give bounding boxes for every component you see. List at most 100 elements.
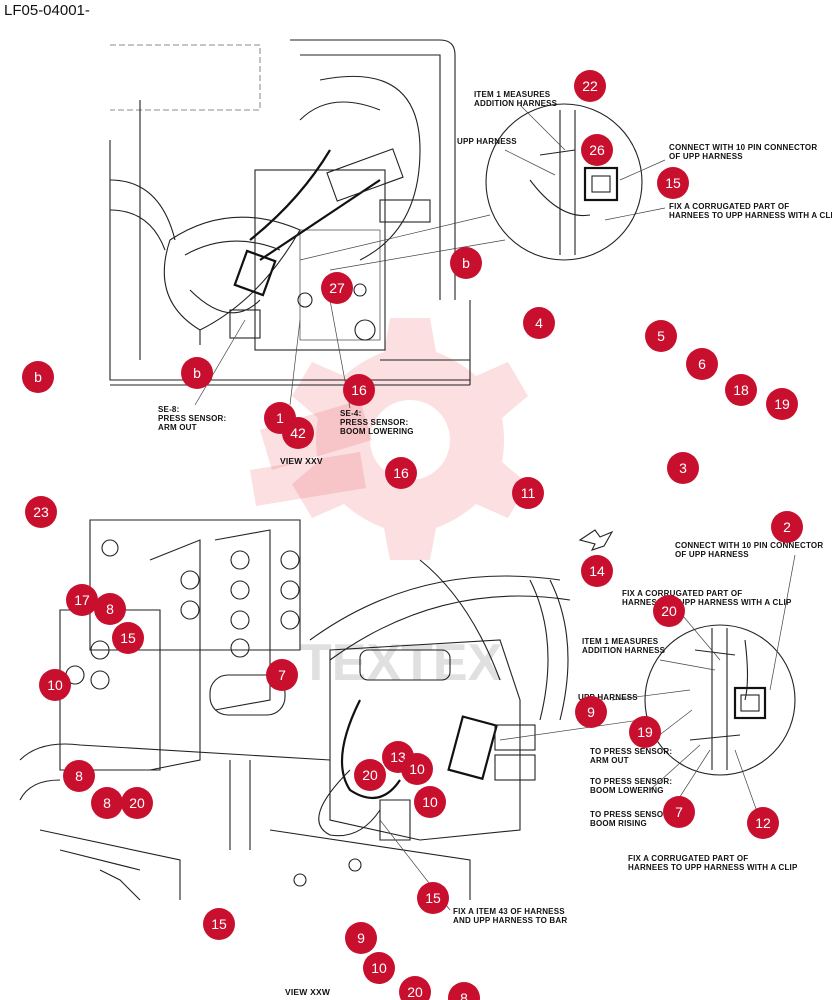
- callout-10: 10: [39, 669, 71, 701]
- callout-circle: [385, 457, 417, 489]
- label-fix-bar: AND UPP HARNESS TO BAR: [453, 916, 567, 925]
- label-fix-corrugated: FIX A CORRUGATED PART OF: [669, 202, 789, 211]
- callout-circle: [574, 70, 606, 102]
- callout-circle: [766, 388, 798, 420]
- callout-4: 4: [523, 307, 555, 339]
- label-boom-rising-1: TO PRESS SENSOR:: [590, 810, 672, 819]
- callout-22: 22: [574, 70, 606, 102]
- callout-10: 10: [414, 786, 446, 818]
- callout-number: 7: [278, 667, 286, 683]
- callout-10: 10: [401, 753, 433, 785]
- label-fix-item43: FIX A ITEM 43 OF HARNESS: [453, 907, 565, 916]
- callout-12: 12: [747, 807, 779, 839]
- callout-20: 20: [354, 759, 386, 791]
- callout-circle: [645, 320, 677, 352]
- callout-number: 1: [276, 410, 284, 426]
- view-title-bottom: VIEW XXW: [285, 987, 331, 997]
- callout-3: 3: [667, 452, 699, 484]
- callout-number: 26: [589, 142, 605, 158]
- callout-circle: [39, 669, 71, 701]
- callout-9: 9: [345, 922, 377, 954]
- callout-19: 19: [629, 716, 661, 748]
- callout-number: b: [34, 369, 42, 385]
- label-addition-harness: ADDITION HARNESS: [474, 99, 558, 108]
- callout-19: 19: [766, 388, 798, 420]
- callout-b: b: [22, 361, 54, 393]
- callout-circle: [725, 374, 757, 406]
- callout-circle: [448, 982, 480, 1000]
- callout-9: 9: [575, 696, 607, 728]
- callout-number: 5: [657, 328, 665, 344]
- callout-circle: [63, 760, 95, 792]
- callout-number: 11: [521, 485, 536, 501]
- callout-11: 11: [512, 477, 544, 509]
- label-connect-10pin: CONNECT WITH 10 PIN CONNECTOR: [669, 143, 817, 152]
- callout-number: 20: [129, 795, 145, 811]
- label-fix-clip: HARNEES TO UPP HARNESS WITH A CLIP: [669, 211, 832, 220]
- callout-number: 10: [422, 794, 438, 810]
- callout-16: 16: [343, 374, 375, 406]
- callout-number: 15: [665, 175, 681, 191]
- callout-circle: [747, 807, 779, 839]
- callout-number: 7: [675, 804, 683, 820]
- callout-20: 20: [653, 595, 685, 627]
- callout-7: 7: [663, 796, 695, 828]
- callout-18: 18: [725, 374, 757, 406]
- callout-number: 42: [290, 425, 306, 441]
- callout-number: 8: [106, 601, 114, 617]
- label-boom-lowering-2: BOOM LOWERING: [590, 786, 664, 795]
- callout-number: 20: [661, 603, 677, 619]
- callout-number: 23: [33, 504, 49, 520]
- callout-10: 10: [363, 952, 395, 984]
- callout-15: 15: [203, 908, 235, 940]
- callout-number: 8: [75, 768, 83, 784]
- callout-number: b: [462, 255, 470, 271]
- label-arm-out-2: ARM OUT: [590, 756, 629, 765]
- callout-circle: [363, 952, 395, 984]
- callout-8: 8: [91, 787, 123, 819]
- label-upp-harness-b: UPP HARNESS: [578, 693, 638, 702]
- callout-number: 17: [74, 592, 90, 608]
- callout-14: 14: [581, 555, 613, 587]
- callout-15: 15: [657, 167, 689, 199]
- callout-number: 15: [211, 916, 227, 932]
- callout-27: 27: [321, 272, 353, 304]
- top-view-drawing: [109, 39, 666, 409]
- callout-15: 15: [417, 882, 449, 914]
- callout-b: b: [181, 357, 213, 389]
- callout-20: 20: [121, 787, 153, 819]
- callout-number: 15: [120, 630, 136, 646]
- callout-8: 8: [63, 760, 95, 792]
- callout-number: 27: [329, 280, 345, 296]
- callout-7: 7: [266, 659, 298, 691]
- view-title-top: VIEW XXV: [280, 456, 323, 466]
- label-arm-out-1: TO PRESS SENSOR:: [590, 747, 672, 756]
- label-se4-boom-lowering: BOOM LOWERING: [340, 427, 414, 436]
- label-item1-measures: ITEM 1 MEASURES: [474, 90, 551, 99]
- callout-circle: [401, 753, 433, 785]
- callout-6: 6: [686, 348, 718, 380]
- callout-8: 8: [448, 982, 480, 1000]
- label-fix-corrugated-b: FIX A CORRUGATED PART OF: [622, 589, 742, 598]
- callout-23: 23: [25, 496, 57, 528]
- callout-8: 8: [94, 593, 126, 625]
- callout-circle: [282, 417, 314, 449]
- callout-number: 8: [103, 795, 111, 811]
- callout-26: 26: [581, 134, 613, 166]
- label-upp-harness: UPP HARNESS: [457, 137, 517, 146]
- callout-number: 12: [755, 815, 771, 831]
- callout-circle: [657, 167, 689, 199]
- callout-17: 17: [66, 584, 98, 616]
- label-se8-press: PRESS SENSOR:: [158, 414, 226, 423]
- callout-number: 8: [460, 990, 468, 1000]
- callout-circle: [771, 511, 803, 543]
- callout-circle: [629, 716, 661, 748]
- callout-number: 3: [679, 460, 687, 476]
- callout-number: 19: [637, 724, 653, 740]
- label-fix-clip-bottom: HARNEES TO UPP HARNESS WITH A CLIP: [628, 863, 798, 872]
- callout-number: b: [193, 365, 201, 381]
- bottom-view-labels: CONNECT WITH 10 PIN CONNECTOR OF UPP HAR…: [285, 541, 823, 997]
- callout-15: 15: [112, 622, 144, 654]
